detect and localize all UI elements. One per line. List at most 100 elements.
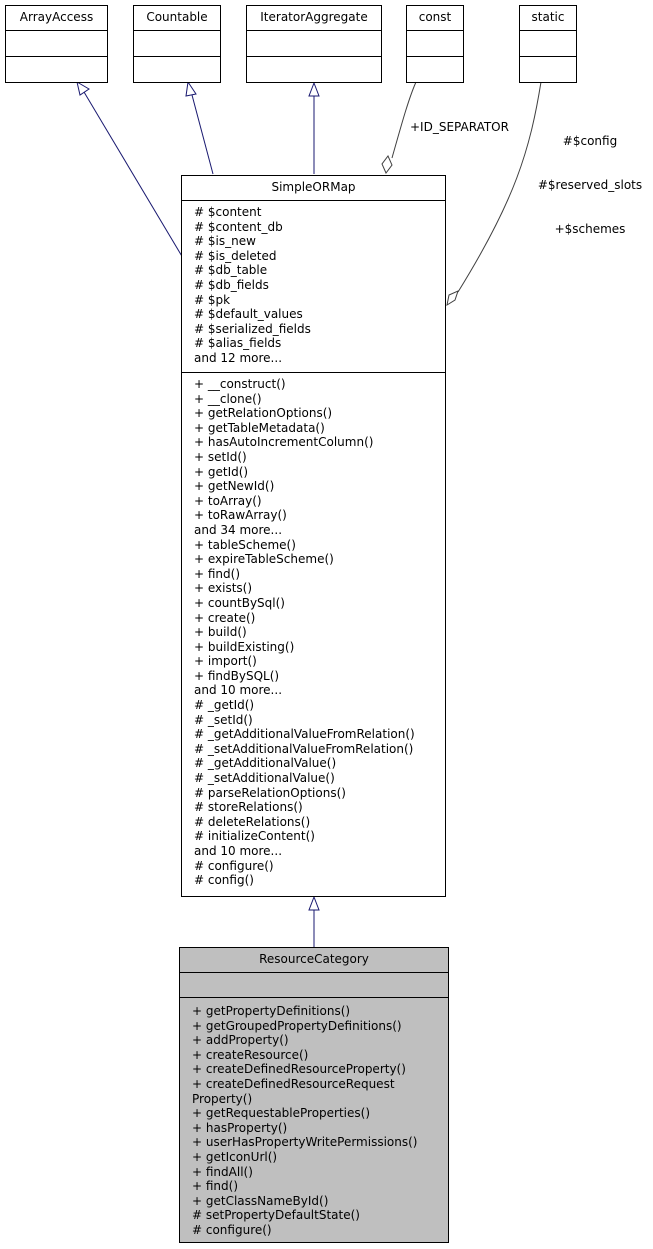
- member-line: # $content_db: [194, 219, 283, 234]
- member-line: + find(): [194, 566, 241, 581]
- member-line: # parseRelationOptions(): [194, 785, 346, 800]
- member-line: # $is_deleted: [194, 248, 277, 263]
- attributes-section: [134, 31, 220, 57]
- member-line: + createResource(): [192, 1047, 309, 1062]
- member-line: and 10 more...: [194, 844, 283, 858]
- inherit-arrow-countable: [185, 80, 197, 97]
- methods-section: [520, 57, 576, 82]
- member-line: + expireTableScheme(): [194, 552, 334, 567]
- assoc-edge-const: [391, 81, 417, 159]
- member-line: + __clone(): [194, 391, 262, 406]
- attributes-section: [180, 973, 448, 998]
- inherit-arrow-simpleormap: [308, 895, 320, 911]
- class-name: SimpleORMap: [182, 176, 445, 201]
- edge-label-config: #$config: [562, 134, 618, 149]
- edge-label-static-members: #$config #$reserved_slots +$schemes: [531, 105, 649, 251]
- member-line: + getIconUrl(): [192, 1149, 278, 1164]
- member-line: # initializeContent(): [194, 829, 315, 844]
- member-line: + findAll(): [192, 1164, 253, 1179]
- member-line: + findBySQL(): [194, 668, 280, 683]
- member-line: + tableScheme(): [194, 537, 296, 552]
- class-box-const[interactable]: const: [406, 5, 464, 83]
- class-box-static[interactable]: static: [519, 5, 577, 83]
- member-line: + exists(): [194, 581, 253, 596]
- member-line: + createDefinedResourceProperty(): [192, 1062, 406, 1077]
- attributes-section: [520, 31, 576, 57]
- member-line: + build(): [194, 625, 247, 640]
- member-line: and 10 more...: [194, 683, 283, 698]
- class-name: Countable: [134, 6, 220, 31]
- member-line: + __construct(): [194, 377, 286, 391]
- member-line: # _setAdditionalValue(): [194, 771, 335, 786]
- class-name: static: [520, 6, 576, 31]
- methods-section: [247, 57, 381, 82]
- member-line: + buildExisting(): [194, 639, 295, 654]
- attributes-section: [6, 31, 107, 57]
- member-line: # deleteRelations(): [194, 814, 311, 829]
- member-line: # configure(): [192, 1222, 272, 1237]
- member-line: # $serialized_fields: [194, 321, 311, 336]
- member-line: # $db_table: [194, 263, 268, 278]
- edge-label-id-separator: +ID_SEPARATOR: [410, 120, 509, 134]
- edge-label-schemes: +$schemes: [554, 221, 626, 236]
- member-line: and 34 more...: [194, 522, 283, 537]
- member-line: + create(): [194, 610, 256, 625]
- member-line: + setId(): [194, 449, 247, 464]
- member-line: # _getAdditionalValueFromRelation(): [194, 727, 415, 742]
- member-line: # _getAdditionalValue(): [194, 756, 337, 771]
- member-line: + import(): [194, 654, 257, 669]
- edge-label-reserved-slots: #$reserved_slots: [537, 177, 643, 192]
- member-line: # storeRelations(): [194, 800, 303, 815]
- member-line: + toArray(): [194, 493, 262, 508]
- class-box-countable[interactable]: Countable: [133, 5, 221, 83]
- inherit-arrow-arrayaccess: [76, 80, 90, 96]
- member-line: + addProperty(): [192, 1033, 289, 1048]
- member-line: + getTableMetadata(): [194, 420, 325, 435]
- member-line: # $is_new: [194, 234, 256, 249]
- member-line: # $pk: [194, 292, 231, 307]
- member-line: Property(): [192, 1091, 253, 1106]
- member-line: + getGroupedPropertyDefinitions(): [192, 1018, 402, 1033]
- member-line: + getClassNameById(): [192, 1193, 329, 1208]
- member-line: # setPropertyDefaultState(): [192, 1208, 360, 1223]
- member-line: # config(): [194, 873, 254, 888]
- class-box-iteratoraggregate[interactable]: IteratorAggregate: [246, 5, 382, 83]
- aggregation-diamond-static: [446, 290, 459, 307]
- methods-section: + __construct()+ __clone()+ getRelationO…: [182, 373, 445, 888]
- member-line: + userHasPropertyWritePermissions(): [192, 1135, 418, 1150]
- assoc-edge-static: [457, 81, 542, 293]
- member-line: + createDefinedResourceRequest: [192, 1076, 395, 1091]
- member-line: # $db_fields: [194, 277, 269, 292]
- aggregation-diamond-const: [381, 155, 393, 174]
- member-line: + getId(): [194, 464, 249, 479]
- member-line: # $default_values: [194, 307, 303, 322]
- methods-section: [407, 57, 463, 82]
- methods-section: [134, 57, 220, 82]
- member-line: + countBySql(): [194, 595, 285, 610]
- class-name: const: [407, 6, 463, 31]
- member-line: + hasProperty(): [192, 1120, 288, 1135]
- member-line: # $alias_fields: [194, 336, 282, 351]
- member-line: + toRawArray(): [194, 508, 287, 523]
- inherit-arrow-iteratoraggregate: [308, 81, 320, 97]
- member-line: + hasAutoIncrementColumn(): [194, 435, 374, 450]
- class-name: ResourceCategory: [180, 948, 448, 973]
- attributes-section: [247, 31, 381, 57]
- class-box-arrayaccess[interactable]: ArrayAccess: [5, 5, 108, 83]
- class-box-simpleormap[interactable]: SimpleORMap # $content# $content_db# $is…: [181, 175, 446, 897]
- attributes-section: [407, 31, 463, 57]
- class-name: IteratorAggregate: [247, 6, 381, 31]
- methods-section: [6, 57, 107, 82]
- member-line: # $content: [194, 205, 262, 219]
- member-line: + getRelationOptions(): [194, 406, 333, 421]
- methods-section: + getPropertyDefinitions()+ getGroupedPr…: [180, 998, 448, 1238]
- member-line: + find(): [192, 1179, 239, 1194]
- class-box-resourcecategory[interactable]: ResourceCategory + getPropertyDefinition…: [179, 947, 449, 1243]
- member-line: + getPropertyDefinitions(): [192, 1004, 351, 1018]
- inherit-edge-countable: [191, 94, 214, 175]
- member-line: + getRequestableProperties(): [192, 1106, 371, 1121]
- member-line: # _setId(): [194, 712, 253, 727]
- inherit-edge-arrayaccess: [83, 91, 184, 259]
- member-line: and 12 more...: [194, 350, 283, 365]
